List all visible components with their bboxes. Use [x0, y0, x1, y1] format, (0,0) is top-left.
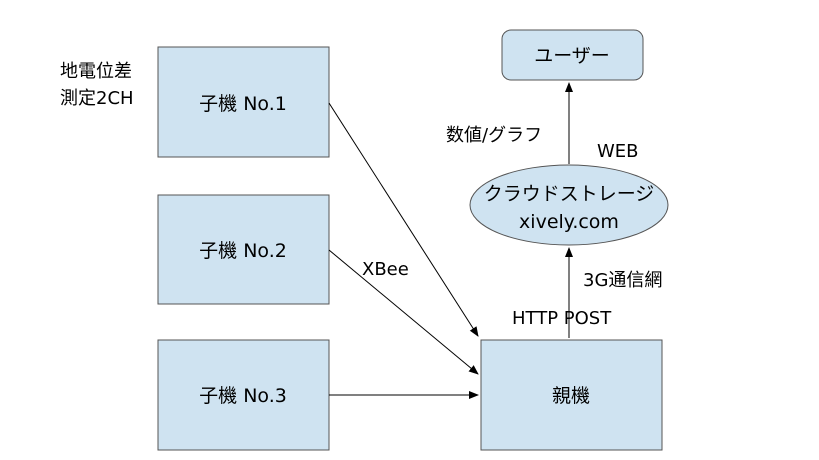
edge-label-value-graph: 数値/グラフ [446, 125, 542, 146]
child-node-3-box [157, 339, 330, 451]
cloud-storage-ellipse [469, 164, 669, 246]
user-node-box [501, 29, 644, 81]
potential-measurement-label-line1: 地電位差 [60, 61, 132, 82]
child-node-3-label: 子機 No.3 [199, 385, 287, 407]
parent-node-label: 親機 [552, 385, 590, 407]
potential-measurement-label-line2: 測定2CH [60, 88, 134, 109]
child-node-2-box [157, 194, 330, 305]
edge-label-web: WEB [597, 141, 639, 162]
cloud-storage-label-line2: xively.com [519, 211, 619, 233]
user-node-label: ユーザー [534, 45, 610, 67]
arrow-child2-to-parent [328, 249, 479, 375]
child-node-2-label: 子機 No.2 [199, 240, 287, 262]
child-node-1-label: 子機 No.1 [199, 93, 287, 115]
edge-label-3g-network: 3G通信網 [583, 270, 662, 291]
child-node-1-box [157, 46, 330, 158]
edge-label-xbee: XBee [362, 259, 409, 280]
arrow-child1-to-parent [328, 102, 479, 337]
cloud-storage-label-line1: クラウドストレージ [484, 183, 655, 205]
edge-label-http-post: HTTP POST [512, 308, 612, 329]
parent-node-box [480, 339, 663, 451]
